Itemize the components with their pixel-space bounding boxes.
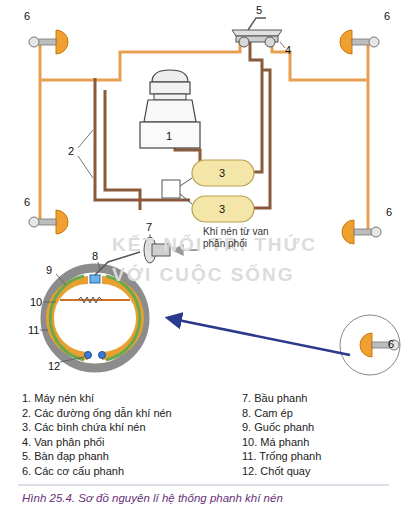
brake-drum xyxy=(45,268,145,368)
orange-pipes xyxy=(40,40,368,232)
leader-lines xyxy=(78,130,93,178)
callout-number: 6 xyxy=(384,10,390,23)
legend-item: 5. Bàn đạp phanh xyxy=(22,450,109,463)
callout-number: 10 xyxy=(30,296,42,309)
pipe xyxy=(40,40,240,80)
legend-item: 2. Các đường ống dẫn khí nén xyxy=(22,407,172,420)
legend-item: 6. Các cơ cấu phanh xyxy=(22,465,124,478)
brake-shoe xyxy=(102,280,140,356)
legend-item: 12. Chốt quay xyxy=(242,465,311,478)
brake-lining xyxy=(50,276,84,360)
legend-item: 10. Má phanh xyxy=(242,436,309,449)
legend-item: 8. Cam ép xyxy=(242,407,293,420)
caption-rule xyxy=(18,485,389,486)
pipe xyxy=(105,90,140,210)
legend-item: 4. Van phân phối xyxy=(22,436,104,449)
callout-number: 8 xyxy=(92,250,98,263)
pivot-pin xyxy=(99,352,106,359)
zoom-circle xyxy=(340,315,400,375)
callout-number: 12 xyxy=(48,360,60,373)
callout-number: 2 xyxy=(68,145,74,158)
brake-shoe xyxy=(50,280,88,356)
callout-number: 9 xyxy=(46,264,52,277)
pivot-pin xyxy=(85,352,92,359)
callout-number: 7 xyxy=(146,221,152,234)
brake-lining xyxy=(106,276,140,360)
brown-pipes xyxy=(95,42,270,210)
pipe xyxy=(40,42,48,222)
cam xyxy=(90,275,100,283)
watermark: VỚI CUỘC SỐNG xyxy=(112,268,295,281)
callout-number: 3 xyxy=(219,203,225,216)
pipe xyxy=(360,42,368,232)
distribution-valve xyxy=(232,18,285,48)
legend-item: 9. Guốc phanh xyxy=(242,421,314,434)
callout-number: 6 xyxy=(388,338,394,351)
callout-number: 11 xyxy=(28,324,39,337)
zoom-arrow xyxy=(168,318,350,355)
air-compressor xyxy=(140,70,200,148)
legend-item: 3. Các bình chứa khí nén xyxy=(22,421,146,434)
legend-item: 1. Máy nén khí xyxy=(22,392,94,405)
legend-item: 11. Trống phanh xyxy=(242,450,321,463)
callout-number: 6 xyxy=(24,10,30,23)
return-spring xyxy=(78,297,102,303)
pipe xyxy=(250,42,262,172)
callout-number: 6 xyxy=(24,196,30,209)
callout-number: 4 xyxy=(285,44,291,57)
leader-lines xyxy=(40,234,150,362)
callout-number: 5 xyxy=(256,4,262,17)
callout-number: 3 xyxy=(219,167,225,180)
callout-number: 6 xyxy=(386,206,392,219)
air-source-note: Khí nén từ van phân phối xyxy=(203,226,281,250)
pipe xyxy=(250,70,270,208)
pipe xyxy=(272,40,368,80)
figure-caption: Hình 25.4. Sơ đồ nguyên lí hệ thống phan… xyxy=(22,492,283,505)
legend-item: 7. Bầu phanh xyxy=(242,392,307,405)
callout-number: 1 xyxy=(166,130,172,143)
air-tanks xyxy=(162,160,254,222)
